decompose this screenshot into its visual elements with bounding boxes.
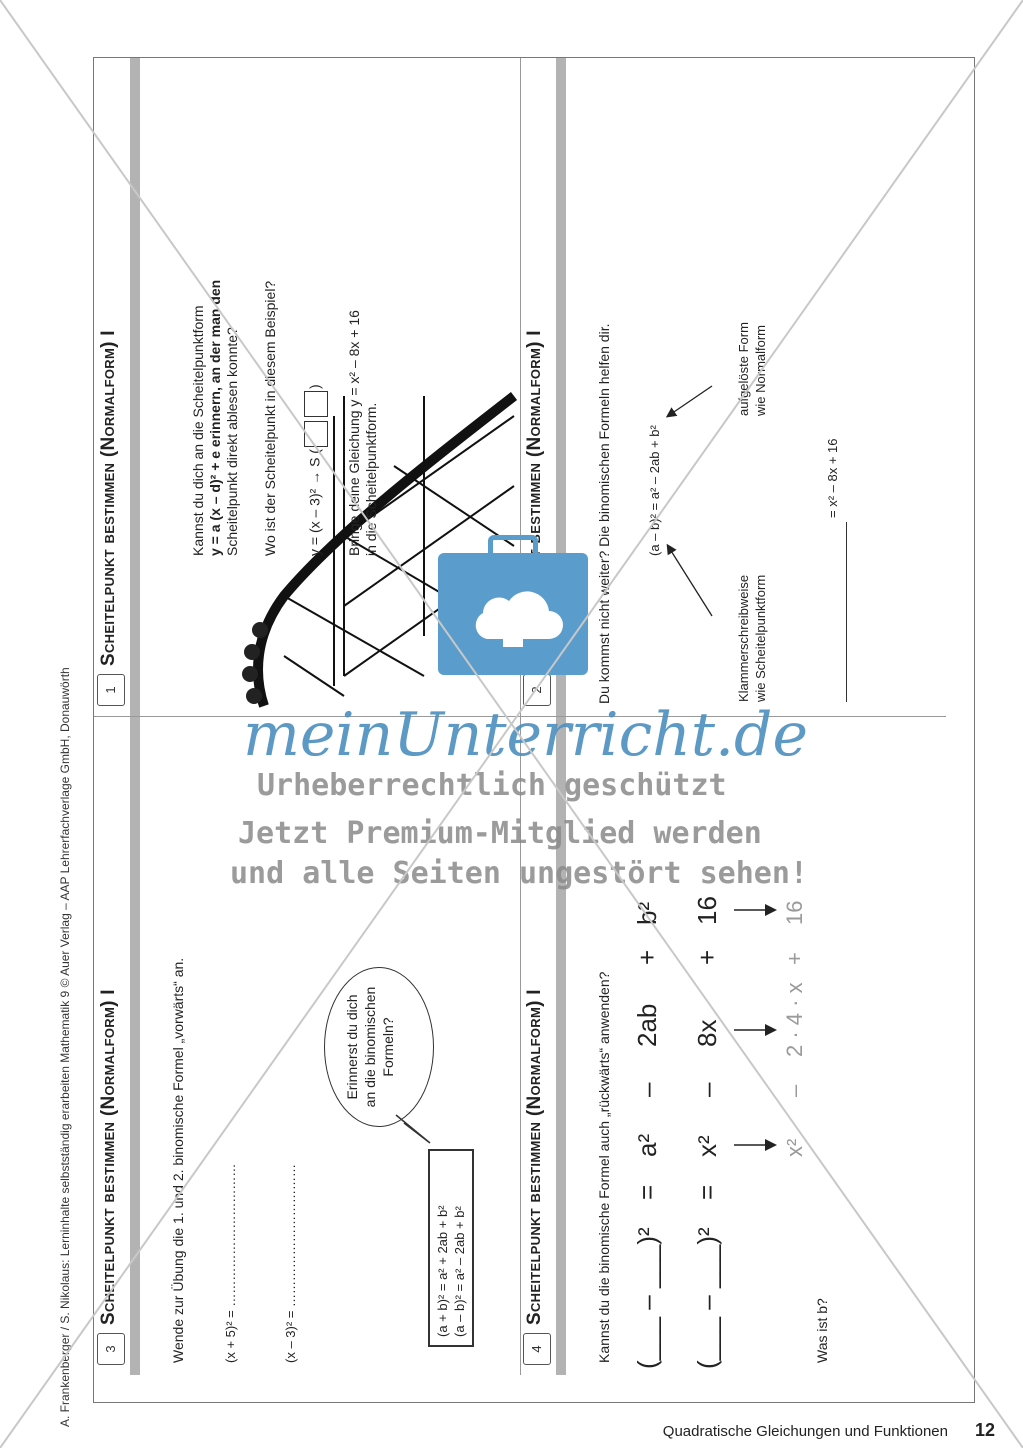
r2-eq: =	[692, 1184, 722, 1200]
card1-task-1: Bringe deine Gleichung y = x² – 8x + 16	[346, 310, 362, 556]
card-divider-bar	[130, 717, 140, 1375]
card2-blank-equation: = x² – 8x + 16	[825, 438, 840, 519]
label-bracket-form-1: Klammerschreibweise	[736, 574, 751, 702]
footer-title: Quadratische Gleichungen und Funktionen	[662, 1423, 948, 1440]
answer-box-x[interactable]	[304, 421, 328, 448]
card-number-badge: 3	[97, 1333, 125, 1365]
r1-minus: –	[632, 1082, 662, 1097]
label-expanded-form-2: wie Normalform	[753, 324, 768, 416]
r1-a2: a²	[632, 1133, 662, 1157]
label-bracket-form-2: wie Scheitelpunktform	[753, 574, 768, 702]
card-3: 3 Scheitelpunkt bestimmen (Normalform) I…	[94, 716, 521, 1375]
r3-16: 16	[782, 900, 807, 925]
r3-2-4-x: 2 · 4 · x	[782, 982, 807, 1057]
formula-arrows	[665, 385, 713, 617]
r2-16: 16	[692, 896, 722, 925]
card-title: Scheitelpunkt bestimmen (Normalform) I	[98, 989, 119, 1325]
card-title: Scheitelpunkt bestimmen (Normalform) I	[98, 330, 119, 666]
card1-equation: y = (x – 3)² → S ()	[304, 384, 328, 556]
card-number-badge: 4	[523, 1333, 551, 1365]
answer-line[interactable]	[830, 522, 847, 702]
card1-line-1: Kannst du dich an die Scheitelpunktform	[190, 305, 206, 556]
card4-question: Was ist b?	[814, 1298, 830, 1363]
r2-minus: –	[692, 1082, 722, 1097]
card4-intro: Kannst du die binomische Formel auch „rü…	[596, 971, 612, 1363]
watermark-premium-2: und alle Seiten ungestört sehen!	[230, 856, 808, 891]
side-credit: A. Frankenberger / S. Nikolaus: Lerninha…	[58, 667, 72, 1427]
card-divider-bar	[130, 58, 140, 716]
hint-speech-bubble: Erinnerst du dich an die binomischen For…	[324, 967, 434, 1127]
exercise-1[interactable]: (x + 5)² = ……………………………	[223, 1163, 238, 1363]
r1-b2: b²	[632, 901, 662, 925]
r3-minus: –	[782, 1084, 807, 1097]
formula-box: (a + b)² = a² + 2ab + b² (a – b)² = a² –…	[428, 1149, 474, 1347]
r1-2ab: 2ab	[632, 1003, 662, 1047]
card2-intro: Du kommst nicht weiter? Die binomischen …	[596, 323, 612, 705]
card1-task-2: in die Scheitelpunktform.	[363, 402, 379, 556]
r2-bracket[interactable]: (___ – ___)²	[692, 1227, 722, 1369]
watermark-copyright: Urheberrechtlich geschützt	[257, 768, 727, 803]
r3-plus: +	[782, 952, 807, 965]
card1-line-2: y = a (x – d)² + e erinnern, an der man …	[207, 279, 223, 556]
card-number-badge: 1	[97, 674, 125, 706]
r2-plus: +	[692, 949, 722, 965]
page-number: 12	[974, 1420, 995, 1440]
r3-x2: x²	[782, 1138, 807, 1157]
r1-bracket: (___ – ___)²	[632, 1227, 662, 1369]
card-title: Scheitelpunkt bestimmen (Normalform) I	[524, 989, 545, 1325]
rewrite-arrows	[734, 904, 777, 1151]
briefcase-cloud-icon	[438, 535, 588, 675]
r1-eq: =	[632, 1184, 662, 1200]
r1-plus: +	[632, 949, 662, 965]
exercise-2[interactable]: (x – 3)² = ……………………………	[283, 1164, 298, 1363]
bubble-tail	[395, 1114, 431, 1144]
r2-8x: 8x	[692, 1019, 722, 1047]
card1-question: Wo ist der Scheitelpunkt in diesem Beisp…	[262, 280, 278, 556]
watermark-premium-1: Jetzt Premium-Mitglied werden	[238, 816, 762, 851]
answer-box-y[interactable]	[304, 391, 328, 418]
card-4: 4 Scheitelpunkt bestimmen (Normalform) I…	[520, 716, 946, 1375]
watermark-brand: meinUnterricht.de	[243, 700, 808, 770]
r2-x2: x²	[692, 1135, 722, 1157]
card1-line-3: Scheitelpunkt direkt ablesen konnte?	[224, 327, 240, 556]
card3-intro: Wende zur Übung die 1. und 2. binomische…	[170, 957, 186, 1363]
label-expanded-form-1: aufgelöste Form	[736, 322, 751, 416]
